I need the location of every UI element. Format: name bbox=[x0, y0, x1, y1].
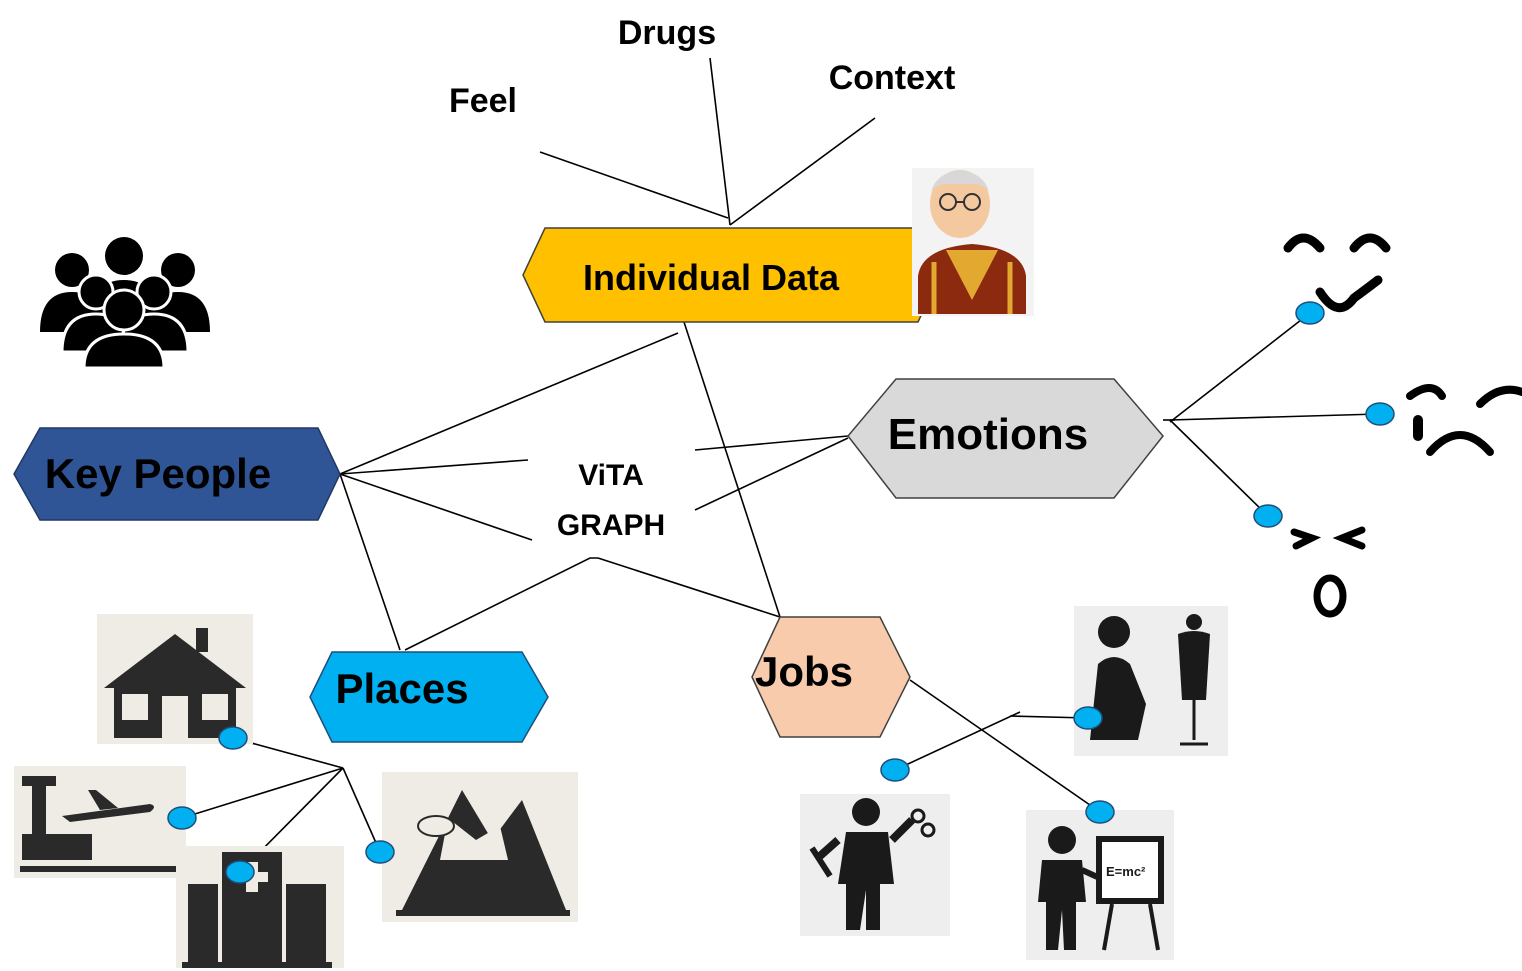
label-drugs: Drugs bbox=[618, 14, 716, 52]
shocked-face-icon bbox=[1290, 526, 1366, 618]
teacher-icon: E=mc² bbox=[1026, 810, 1174, 960]
dot-airport bbox=[167, 806, 197, 830]
airport-icon bbox=[14, 766, 186, 878]
edge-center-places bbox=[404, 557, 598, 651]
node-jobs-label: Jobs bbox=[755, 648, 853, 695]
tailor-icon bbox=[1074, 606, 1228, 756]
edge-individual-jobs bbox=[683, 321, 781, 618]
dot-crying bbox=[1365, 402, 1395, 426]
people-group-icon bbox=[40, 237, 210, 370]
node-key-people-label: Key People bbox=[45, 450, 271, 497]
hairdresser-icon bbox=[800, 794, 950, 936]
edge-center-jobs bbox=[597, 557, 781, 618]
hospital-icon bbox=[176, 846, 344, 968]
label-context: Context bbox=[829, 59, 956, 97]
dot-mountain bbox=[365, 840, 395, 864]
node-emotions[interactable] bbox=[847, 378, 1164, 499]
edge-keypeople-jobs bbox=[339, 473, 533, 541]
connector-dots bbox=[167, 301, 1395, 884]
edge-jobs-hairdresser bbox=[894, 711, 1021, 771]
node-key-people[interactable] bbox=[13, 427, 341, 521]
elderly-person-icon bbox=[912, 168, 1034, 316]
center-title-line2: GRAPH bbox=[557, 509, 665, 542]
edge-emotions-happy bbox=[1169, 312, 1311, 423]
edge-jobs-teacher bbox=[909, 679, 1101, 813]
dot-happy bbox=[1295, 301, 1325, 325]
label-feel: Feel bbox=[449, 82, 517, 120]
dot-house bbox=[218, 726, 248, 750]
node-key-people-shape bbox=[13, 427, 341, 521]
node-emotions-label: Emotions bbox=[888, 410, 1088, 459]
edge-emotions-shocked bbox=[1169, 419, 1269, 517]
node-places[interactable] bbox=[309, 651, 549, 743]
dot-hospital bbox=[225, 860, 255, 884]
center-title-line1: ViTA bbox=[578, 459, 644, 492]
edge-individual-keypeople bbox=[339, 332, 679, 475]
node-jobs[interactable] bbox=[751, 616, 911, 738]
node-emotions-shape bbox=[847, 378, 1164, 499]
svg-text:E=mc²: E=mc² bbox=[1106, 864, 1146, 879]
dot-shocked bbox=[1253, 504, 1283, 528]
edge-places-airport bbox=[181, 767, 344, 819]
node-places-shape bbox=[309, 651, 549, 743]
house-icon bbox=[97, 614, 253, 744]
mountain-icon bbox=[382, 772, 578, 922]
edge-individual-feel bbox=[539, 151, 729, 219]
dot-hairdresser bbox=[880, 758, 910, 782]
edge-center-emotions-bottom bbox=[694, 437, 849, 511]
node-jobs-shape bbox=[751, 616, 911, 738]
crying-face-icon bbox=[1406, 384, 1522, 456]
dot-tailor bbox=[1073, 706, 1103, 730]
edge-individual-drugs bbox=[709, 57, 731, 226]
edge-center-emotions-top bbox=[694, 435, 849, 451]
edge-keypeople-places bbox=[339, 473, 401, 651]
node-individual-label: Individual Data bbox=[583, 257, 840, 298]
edge-individual-context bbox=[729, 117, 876, 226]
edge-places-mountain bbox=[342, 767, 381, 853]
node-places-label: Places bbox=[335, 665, 468, 712]
edge-emotions-crying bbox=[1169, 413, 1379, 421]
dot-teacher bbox=[1085, 800, 1115, 824]
edge-keypeople-center bbox=[339, 459, 529, 475]
connectors bbox=[181, 57, 1379, 873]
happy-face-icon bbox=[1283, 233, 1391, 312]
